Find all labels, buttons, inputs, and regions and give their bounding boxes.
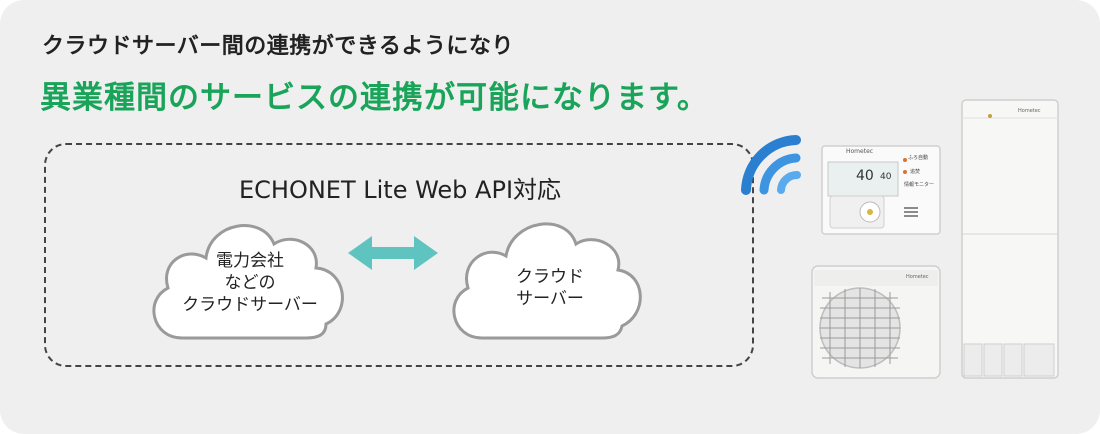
diagram-title: ECHONET Lite Web API対応 — [238, 176, 562, 204]
subheadline: クラウドサーバー間の連携ができるようになり — [42, 34, 514, 59]
cloud-left-line3: クラウドサーバー — [182, 295, 318, 315]
cloud-left-line1: 電力会社 — [216, 251, 284, 271]
cloud-right-line2: サーバー — [516, 289, 584, 309]
remote-brand: Hometec — [846, 148, 874, 155]
bidirectional-arrow — [348, 236, 438, 270]
cloud-left-line2: などの — [224, 273, 276, 293]
tank-brand-logo: Hometec — [1018, 108, 1041, 114]
remote-controller — [821, 145, 941, 235]
cloud-left-label: 電力会社 などの クラウドサーバー — [180, 250, 320, 316]
outdoor-unit-brand-logo: Hometec — [906, 274, 929, 280]
remote-menu-bath: ふろ自動 — [908, 155, 929, 161]
remote-temp-main: 40 — [856, 168, 874, 184]
outdoor-heat-pump-unit — [811, 265, 941, 379]
remote-temp-sub: 40 — [880, 172, 892, 182]
cloud-right-line1: クラウド — [516, 267, 584, 287]
headline: 異業種間のサービスの連携が可能になります。 — [40, 80, 709, 116]
cloud-right-shape — [452, 222, 642, 340]
cloud-right-label: クラウド サーバー — [480, 266, 620, 310]
api-diagram-frame — [44, 143, 754, 367]
water-heater-tank — [961, 99, 1059, 379]
remote-menu-monitor: 情報モニター — [904, 182, 935, 188]
wifi-icon — [741, 135, 801, 195]
cloud-left-shape — [152, 224, 344, 340]
remote-menu-reheat: 追焚 — [910, 169, 921, 175]
